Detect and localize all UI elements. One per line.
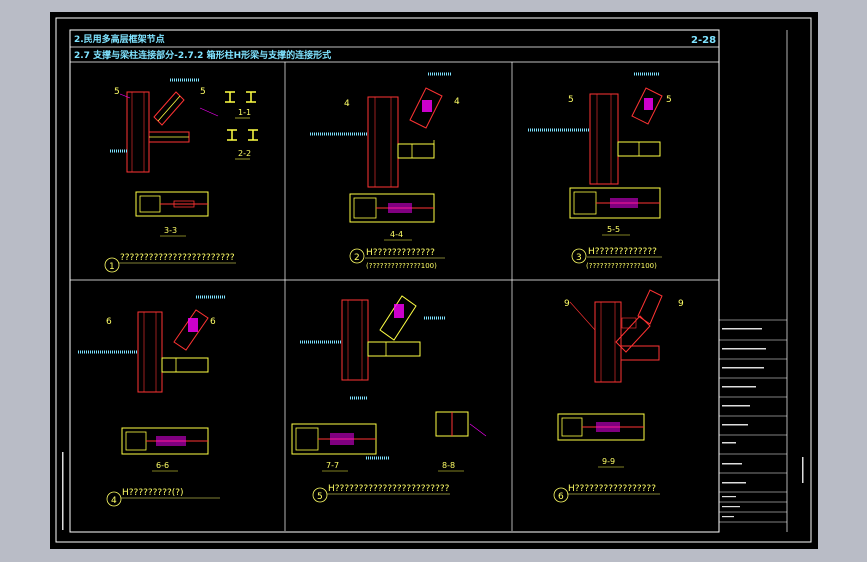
detail-3-note: (??????????????100) [586, 262, 657, 270]
detail-2-number: 2 [354, 253, 360, 263]
detail-4: 6 6 6-6 4 H?????????(?) [78, 295, 226, 507]
detail-4-caption: H?????????(?) [122, 488, 184, 498]
detail-2: 4 4 4-4 2 H????????????? (??????????????… [310, 72, 460, 270]
detail-5-number: 5 [317, 492, 323, 502]
svg-text:9: 9 [564, 299, 570, 309]
detail-6: 9 9 9-9 6 H????????????????? [553, 289, 684, 503]
header-line2: 2.7 支撑与梁柱连接部分-2.7.2 箱形柱H形梁与支撑的连接形式 [74, 49, 331, 61]
detail-2-note: (??????????????100) [366, 262, 437, 270]
title-block-text-marks [722, 328, 766, 518]
section-label-3-3: 3-3 [164, 226, 177, 235]
svg-text:9: 9 [678, 299, 684, 309]
section-label-4-4: 4-4 [390, 230, 403, 239]
svg-text:5: 5 [200, 87, 206, 97]
sheet-number: 2-28 [691, 35, 716, 46]
detail-6-number: 6 [558, 492, 564, 502]
inner-border [69, 29, 720, 533]
section-label-6-6: 6-6 [156, 461, 169, 470]
svg-text:6: 6 [210, 317, 216, 327]
detail-2-caption: H????????????? [366, 248, 435, 258]
detail-6-caption: H????????????????? [568, 484, 656, 494]
detail-3-number: 3 [576, 253, 582, 263]
section-label-1-1: 1-1 [238, 108, 251, 117]
section-label-5-5: 5-5 [607, 225, 620, 234]
title-block [719, 319, 787, 523]
detail-5: 7-7 8-8 5 H???????????????????????? [291, 295, 487, 503]
section-label-2-2: 2-2 [238, 149, 251, 158]
detail-1-caption: ???????????????????????? [120, 253, 235, 263]
detail-4-number: 4 [111, 496, 117, 506]
detail-5-caption: H???????????????????????? [328, 484, 450, 494]
outer-border [55, 17, 812, 543]
drawing-sheet: 2.民用多高层框架节点 2.7 支撑与梁柱连接部分-2.7.2 箱形柱H形梁与支… [50, 12, 818, 549]
detail-1: 5 5 1-1 2-2 3-3 1 ??????????????????????… [104, 78, 258, 273]
svg-text:5: 5 [568, 95, 574, 105]
svg-text:5: 5 [666, 95, 672, 105]
detail-3: 5 5 5-5 3 H????????????? (??????????????… [528, 72, 672, 270]
section-label-8-8: 8-8 [442, 461, 455, 470]
svg-text:5: 5 [114, 87, 120, 97]
svg-text:6: 6 [106, 317, 112, 327]
cad-drawing: 2.民用多高层框架节点 2.7 支撑与梁柱连接部分-2.7.2 箱形柱H形梁与支… [55, 17, 812, 543]
detail-3-caption: H????????????? [588, 247, 657, 257]
header-line1: 2.民用多高层框架节点 [74, 33, 165, 45]
svg-text:4: 4 [454, 97, 460, 107]
section-label-9-9: 9-9 [602, 457, 615, 466]
section-label-7-7: 7-7 [326, 461, 339, 470]
svg-text:4: 4 [344, 99, 350, 109]
detail-1-number: 1 [109, 262, 115, 272]
